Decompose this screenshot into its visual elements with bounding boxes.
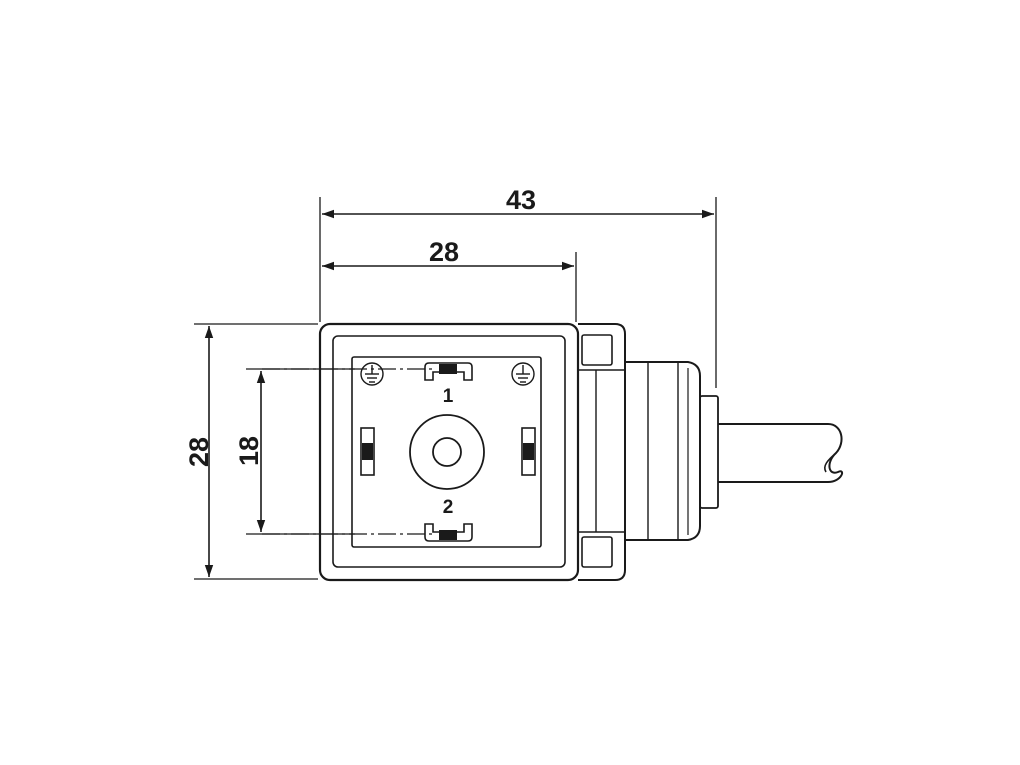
side-contact-left (360, 427, 375, 476)
pin-1-contact: 1 (262, 362, 473, 407)
dimension-housing-width: 28 (322, 237, 577, 322)
pin-2-label: 2 (443, 497, 454, 518)
side-contact-right (521, 427, 536, 476)
dimension-pin-spacing: 18 (234, 368, 355, 535)
dimension-label-18: 18 (234, 436, 264, 466)
dimension-label-28-height: 28 (184, 437, 214, 467)
connector-housing (318, 322, 719, 582)
dimension-label-43: 43 (506, 185, 536, 215)
cable (718, 423, 844, 483)
dimension-overall-width: 43 (319, 185, 717, 388)
pin-1-label: 1 (443, 386, 454, 407)
ground-symbol-icon (511, 362, 535, 386)
ground-symbol-icon (360, 362, 384, 386)
dimension-label-28-width: 28 (429, 237, 459, 267)
dimension-housing-height: 28 (184, 323, 318, 580)
pin-2-contact: 2 (262, 497, 473, 542)
center-boss (409, 414, 485, 490)
